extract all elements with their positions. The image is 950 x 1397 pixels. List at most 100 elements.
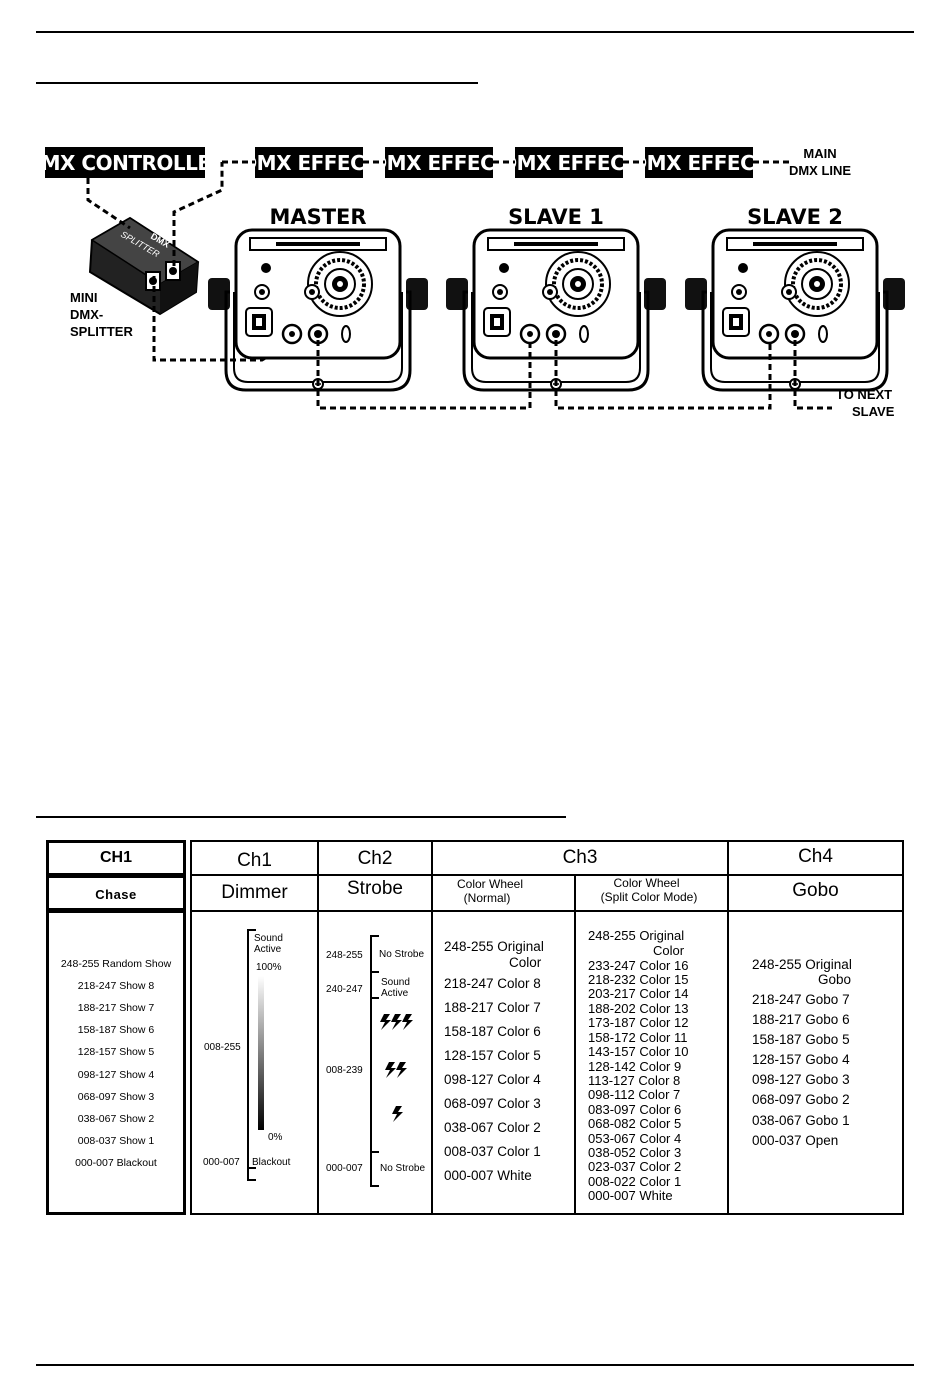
- dimmer-range-low: 000-007: [203, 1157, 240, 1168]
- list-item: Color: [509, 955, 542, 970]
- ch1-header: CH1: [99, 849, 132, 866]
- list-item: 038-052 Color 3: [588, 1145, 682, 1160]
- strobe-header: Ch2: [357, 848, 393, 869]
- list-item: 008-022 Color 1: [588, 1174, 682, 1189]
- list-item: 128-142 Color 9: [588, 1059, 682, 1074]
- list-item: 188-217 Show 7: [77, 1002, 155, 1014]
- list-item: 218-247 Show 8: [77, 980, 155, 992]
- strobe-label-1: No Strobe: [379, 949, 425, 960]
- list-item: 098-127 Color 4: [444, 1072, 541, 1087]
- strobe-scale: [370, 935, 413, 1187]
- bottom-rule: [36, 1364, 914, 1366]
- dmx-effect-block-3: DMX EFFECT: [501, 147, 639, 178]
- dimmer-header: Ch1: [237, 850, 272, 871]
- dmx-effect-label: DMX EFFECT: [501, 151, 639, 175]
- to-next-slave-label-2: SLAVE: [852, 404, 895, 419]
- list-item: 203-217 Color 14: [588, 986, 689, 1001]
- list-item: 158-187 Show 6: [77, 1024, 155, 1036]
- list-item: 053-067 Color 4: [588, 1131, 682, 1146]
- ch3-header: Ch3: [562, 847, 598, 868]
- dimmer-blackout: Blackout: [252, 1157, 291, 1168]
- dmx-effect-block-4: DMX EFFECT: [631, 147, 769, 178]
- list-item: 218-247 Color 8: [444, 976, 541, 991]
- dimmer-pct-top: 100%: [256, 962, 282, 973]
- list-item: 008-037 Color 1: [444, 1144, 541, 1159]
- list-item: 248-255 Original: [752, 957, 852, 972]
- list-item: 038-067 Color 2: [444, 1120, 541, 1135]
- list-item: 188-202 Color 13: [588, 1001, 689, 1016]
- list-item: 143-157 Color 10: [588, 1044, 689, 1059]
- list-item: 113-127 Color 8: [588, 1073, 681, 1088]
- list-item: 248-255 Random Show: [60, 958, 172, 970]
- ch4-subheader: Gobo: [792, 880, 839, 901]
- dmx-controller-label: DMX CONTROLLER: [25, 151, 226, 175]
- list-item: 083-097 Color 6: [588, 1102, 682, 1117]
- list-item: 068-097 Show 3: [77, 1091, 155, 1103]
- splitter-label-3: SPLITTER: [70, 324, 133, 339]
- dmx-channel-table: CH1 Chase Ch1 Ch2 Ch3 Ch4 Dimmer Strobe …: [46, 840, 904, 1215]
- strobe-subheader: Strobe: [347, 878, 403, 899]
- ch3-split-subheader-1: Color Wheel: [613, 876, 680, 890]
- list-item: 188-217 Gobo 6: [752, 1012, 850, 1027]
- list-item: 233-247 Color 16: [588, 958, 689, 973]
- list-item: 038-067 Show 2: [77, 1113, 155, 1125]
- list-item: 158-187 Color 6: [444, 1024, 541, 1039]
- list-item: 068-097 Color 3: [444, 1096, 541, 1111]
- list-item: 173-187 Color 12: [588, 1015, 689, 1030]
- list-item: 128-157 Color 5: [444, 1048, 541, 1063]
- list-item: Gobo: [818, 972, 852, 987]
- dimmer-scale: [247, 929, 264, 1181]
- mini-dmx-splitter-device: DMX SPLITTER: [88, 216, 200, 316]
- list-item: 128-157 Show 5: [77, 1046, 155, 1058]
- splitter-label-1: MINI: [70, 290, 97, 305]
- strobe-range-4: 000-007: [326, 1163, 363, 1174]
- main-dmx-line-label-2: DMX LINE: [789, 163, 851, 178]
- dimmer-pct-bottom: 0%: [268, 1132, 283, 1143]
- dmx-effect-label: DMX EFFECT: [631, 151, 769, 175]
- ch3-split-subheader-2: (Split Color Mode): [600, 890, 698, 904]
- dmx-effect-label: DMX EFFECT: [371, 151, 509, 175]
- ch3-normal-subheader-2: (Normal): [463, 891, 511, 905]
- list-item: 098-127 Gobo 3: [752, 1072, 850, 1087]
- ch1-body-cell: [46, 910, 186, 1215]
- list-item: Color: [653, 943, 685, 958]
- ch4-body-cell: [727, 910, 904, 1215]
- list-item: 188-217 Color 7: [444, 1000, 541, 1015]
- list-item: 000-037 Open: [752, 1133, 839, 1148]
- list-item: 218-247 Gobo 7: [752, 992, 850, 1007]
- list-item: 098-127 Show 4: [77, 1069, 155, 1081]
- dmx-controller-block: DMX CONTROLLER: [25, 147, 226, 178]
- ch4-header: Ch4: [798, 846, 833, 867]
- strobe-label-4: No Strobe: [380, 1163, 426, 1174]
- list-item: 023-037 Color 2: [588, 1159, 682, 1174]
- list-item: 098-112 Color 7: [588, 1087, 681, 1102]
- dmx-effect-block-2: DMX EFFECT: [371, 147, 509, 178]
- list-item: 008-037 Show 1: [77, 1135, 155, 1147]
- top-rule: [36, 31, 914, 33]
- lightning-bolt-icon: [380, 1014, 413, 1122]
- list-item: 068-097 Gobo 2: [752, 1092, 850, 1107]
- dimmer-subheader: Dimmer: [221, 882, 288, 903]
- list-item: 038-067 Gobo 1: [752, 1113, 850, 1128]
- list-item: 000-007 Blackout: [75, 1157, 157, 1169]
- ch3-normal-subheader-1: Color Wheel: [456, 877, 524, 891]
- unit-title-slave-1: SLAVE 1: [508, 205, 604, 229]
- unit-title-master: MASTER: [269, 205, 366, 229]
- splitter-label-2: DMX-: [70, 307, 103, 322]
- list-item: 000-007 White: [444, 1168, 532, 1183]
- dmx-effect-label: DMX EFFECT: [241, 151, 379, 175]
- strobe-range-2: 240-247: [326, 984, 363, 995]
- to-next-slave-label-1: TO NEXT: [836, 387, 892, 402]
- ch1-subheader: Chase: [95, 887, 137, 902]
- main-dmx-line-label-1: MAIN: [803, 146, 836, 161]
- list-item: 158-187 Gobo 5: [752, 1032, 850, 1047]
- list-item: 248-255 Original: [588, 928, 685, 943]
- dmx-effect-block-1: DMX EFFECT: [241, 147, 379, 178]
- list-item: 128-157 Gobo 4: [752, 1052, 850, 1067]
- strobe-range-1: 248-255: [326, 950, 363, 961]
- ch1-header-cell: CH1: [46, 840, 186, 876]
- ch1-subheader-cell: Chase: [46, 875, 186, 911]
- daisy-chain-cables: [316, 340, 832, 410]
- unit-title-slave-2: SLAVE 2: [747, 205, 843, 229]
- list-item: 158-172 Color 11: [588, 1030, 688, 1045]
